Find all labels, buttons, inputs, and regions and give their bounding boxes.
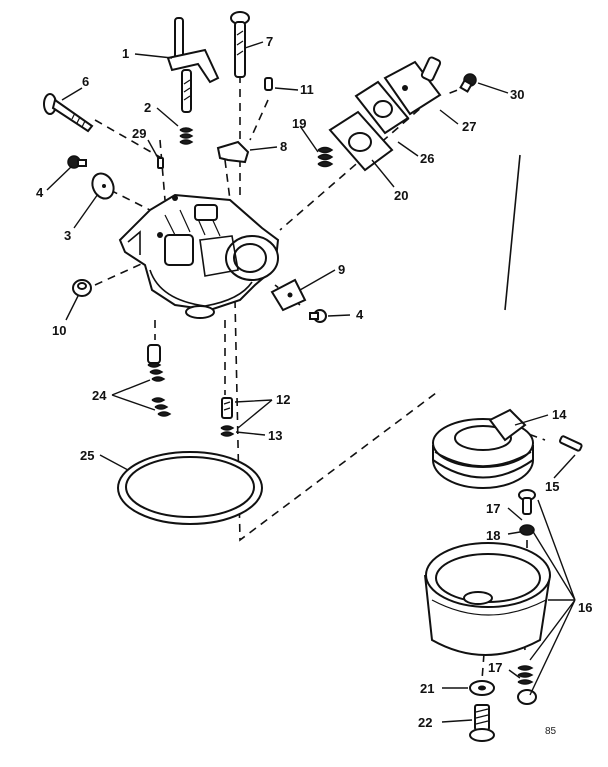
float-14	[432, 408, 534, 489]
callout-15: 15	[545, 479, 559, 494]
plate-9	[270, 278, 307, 312]
diaphragm-20	[328, 110, 394, 172]
choke-shaft	[230, 11, 250, 78]
callout-16: 16	[578, 600, 592, 615]
callout-10: 10	[52, 323, 66, 338]
leader-lines	[46, 41, 576, 723]
spring-17-lower	[517, 665, 537, 705]
spring-2	[179, 127, 194, 145]
callout-4-lower: 4	[356, 307, 364, 322]
edge-rule	[504, 154, 521, 311]
callout-9: 9	[338, 262, 345, 277]
valve-17-upper	[518, 489, 536, 515]
washer-21	[469, 680, 495, 696]
callout-11: 11	[300, 82, 314, 97]
callout-19: 19	[292, 116, 306, 131]
callout-6: 6	[82, 74, 89, 89]
callout-27: 27	[462, 119, 476, 134]
screw-30	[459, 73, 477, 93]
screw-4-lower	[309, 309, 327, 323]
screw-11	[264, 77, 273, 91]
clip-8	[216, 140, 250, 164]
callout-22: 22	[418, 715, 432, 730]
callout-21: 21	[420, 681, 434, 696]
callout-20: 20	[394, 188, 408, 203]
screw-4-upper	[67, 155, 87, 169]
needle-24	[147, 344, 172, 417]
callout-8: 8	[280, 139, 287, 154]
throttle-shaft	[166, 17, 220, 113]
callout-13: 13	[268, 428, 282, 443]
callout-labels: 1 2 3 4 4 6 7 8 9 10 11 12 13 14 15 16 1…	[36, 34, 592, 737]
callout-26: 26	[420, 151, 434, 166]
float-bowl-16	[424, 542, 551, 656]
jet-12	[221, 397, 233, 419]
callout-25: 25	[80, 448, 94, 463]
callout-17-upper: 17	[486, 501, 500, 516]
spring-13	[220, 425, 235, 437]
callout-18: 18	[486, 528, 500, 543]
carburetor-body	[118, 193, 280, 319]
o-ring-25	[117, 451, 263, 525]
callout-12: 12	[276, 392, 290, 407]
idle-screw	[43, 93, 94, 133]
callout-17-lower: 17	[488, 660, 502, 675]
callout-14: 14	[552, 407, 567, 422]
pin-29	[157, 157, 164, 169]
callout-1: 1	[122, 46, 129, 61]
callout-2: 2	[144, 100, 151, 115]
callout-29: 29	[132, 126, 146, 141]
drawing-code: 85	[545, 726, 557, 737]
plug-10	[72, 279, 92, 297]
callout-3: 3	[64, 228, 71, 243]
washer-3	[91, 172, 115, 200]
seat-18	[519, 524, 535, 536]
gasket-26	[354, 80, 410, 135]
callout-4-upper: 4	[36, 185, 44, 200]
pump-cover-27	[383, 56, 442, 116]
bowl-nut-22	[469, 704, 495, 742]
float-pin-15	[558, 435, 583, 452]
callout-30: 30	[510, 87, 524, 102]
callout-7: 7	[266, 34, 273, 49]
spring-19	[317, 146, 334, 168]
callout-24: 24	[92, 388, 107, 403]
